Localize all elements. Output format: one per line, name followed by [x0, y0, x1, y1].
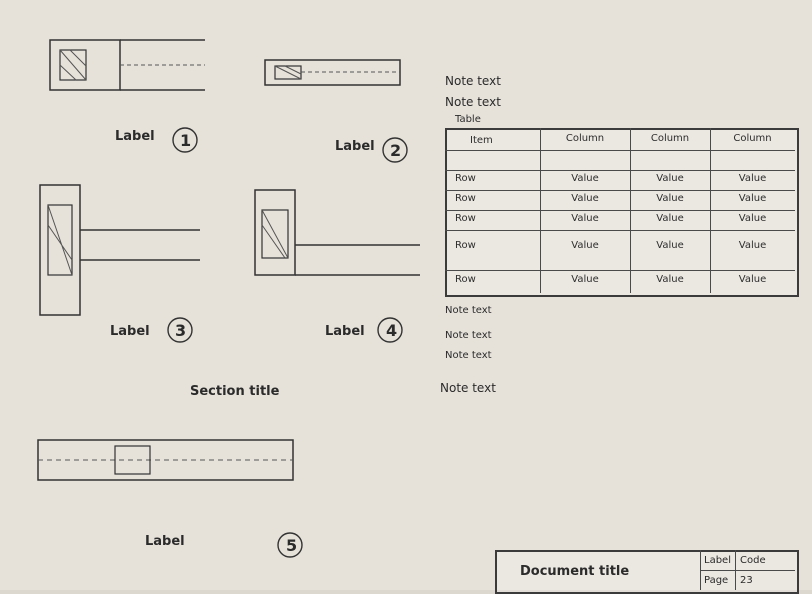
- table-row-1-col-3: Value: [738, 173, 767, 184]
- table-row-2-col-3: Value: [738, 193, 767, 204]
- table-row-1-col-1: Value: [571, 173, 599, 184]
- section-title: Section title: [190, 384, 280, 399]
- table-row-4-col-2: Value: [656, 240, 684, 251]
- table-row-1-col-2: Value: [656, 173, 684, 184]
- note-3: Note text: [445, 305, 492, 316]
- number-diagram-1: 1: [180, 131, 192, 150]
- number-diagram-3: 3: [175, 321, 187, 340]
- table-row-5-col-3: Value: [738, 274, 767, 285]
- table-row-label-3: Row: [455, 213, 476, 224]
- diagram-1: [49, 39, 205, 153]
- table-row-3-col-1: Value: [571, 213, 599, 224]
- table-row-2-col-2: Value: [656, 193, 684, 204]
- table-row-4-col-1: Value: [571, 240, 599, 251]
- table-row-3-col-2: Value: [656, 213, 684, 224]
- label-diagram-1: Label: [115, 129, 155, 144]
- table-header-item: Item: [470, 135, 493, 146]
- diagram-5: [37, 439, 303, 558]
- table-row-5-col-2: Value: [656, 274, 684, 285]
- table-header-grade-1: Column: [565, 133, 605, 144]
- table-row-label-2: Row: [455, 193, 476, 204]
- constraint-table: [445, 128, 799, 297]
- title-block-label-page: Page: [704, 575, 729, 586]
- diagram-3: [39, 184, 200, 343]
- title-block-label-atlas: Label: [704, 555, 731, 566]
- number-diagram-4: 4: [386, 321, 398, 340]
- table-header-grade-3: Column: [733, 133, 772, 144]
- table-row-4-col-3: Value: [738, 240, 767, 251]
- note-1: Note text: [445, 74, 501, 88]
- diagram-2: [264, 59, 408, 163]
- title-block-code: Code: [740, 555, 766, 566]
- note-4: Note text: [445, 330, 492, 341]
- table-row-label-5: Row: [455, 274, 476, 285]
- table-caption: Table: [455, 114, 481, 125]
- table-header-grade-2: Column: [650, 133, 690, 144]
- table-row-2-col-1: Value: [571, 193, 599, 204]
- table-row-label-4: Row: [455, 240, 476, 251]
- table-row-3-col-3: Value: [738, 213, 767, 224]
- table-row-5-col-1: Value: [571, 274, 599, 285]
- note-6: Note text: [440, 381, 496, 395]
- note-2: Note text: [445, 95, 501, 109]
- note-5: Note text: [445, 350, 492, 361]
- number-diagram-5: 5: [286, 536, 298, 555]
- label-diagram-4: Label: [325, 324, 365, 339]
- table-row-label-1: Row: [455, 173, 476, 184]
- number-diagram-2: 2: [390, 141, 402, 160]
- title-block-page: 23: [740, 575, 753, 586]
- title-block-title: Document title: [520, 564, 630, 579]
- label-diagram-2: Label: [335, 139, 375, 154]
- diagram-4: [254, 189, 420, 343]
- label-diagram-5: Label: [145, 534, 185, 549]
- label-diagram-3: Label: [110, 324, 150, 339]
